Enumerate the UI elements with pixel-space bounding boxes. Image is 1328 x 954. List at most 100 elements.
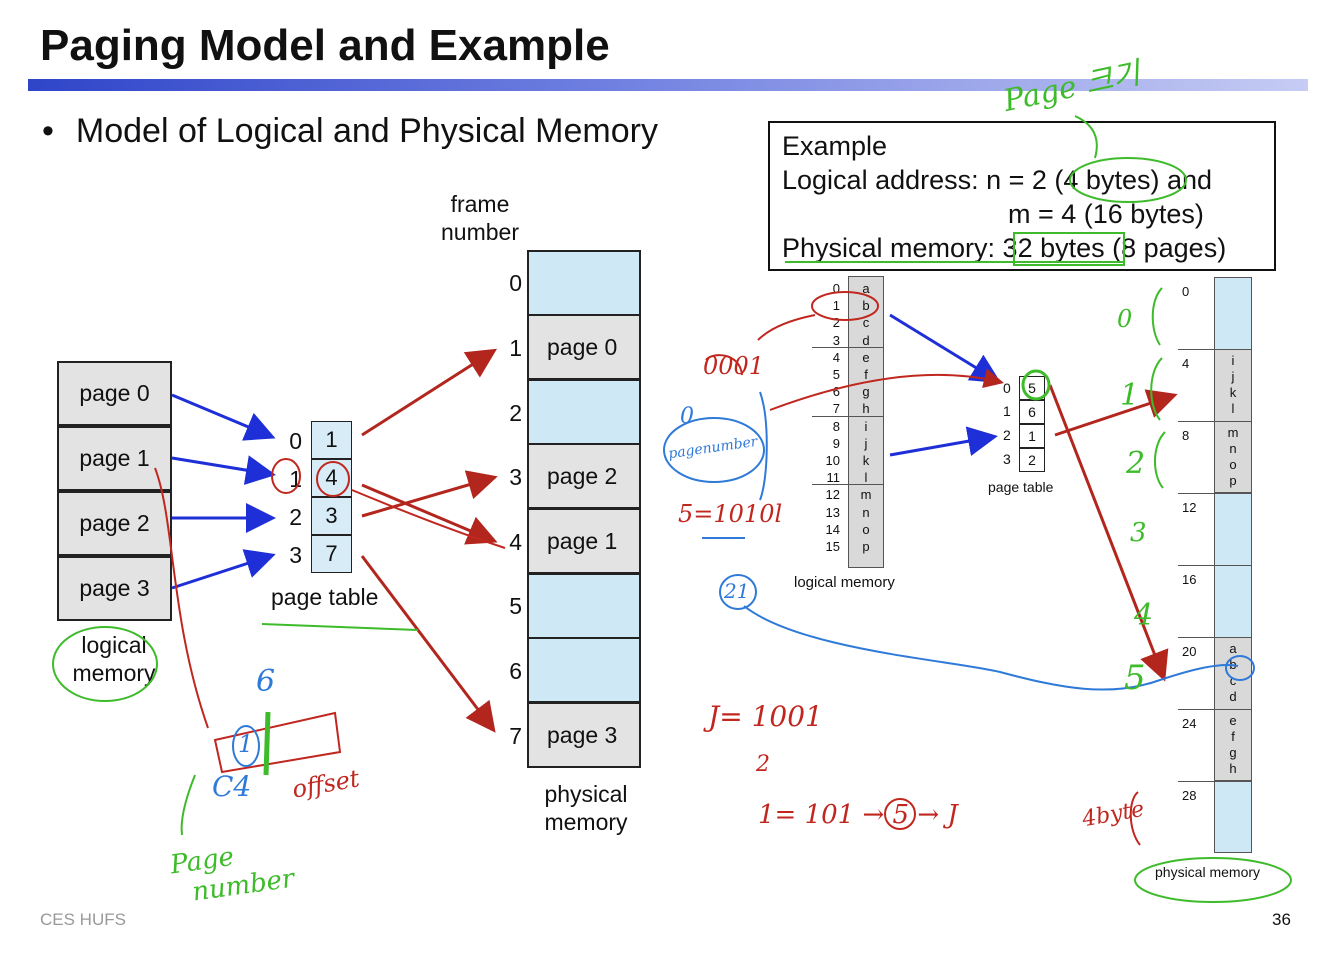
logical-page-1: page 1 — [57, 426, 172, 491]
rpt-frame-3: 2 — [1019, 448, 1045, 472]
green-page-number-pointer — [180, 774, 196, 836]
arrow-page3-to-pt — [171, 549, 276, 590]
circle-pt-index-1 — [271, 458, 301, 494]
frame-num-2: 2 — [509, 400, 522, 426]
right-physical-tick: 12 — [1182, 500, 1197, 515]
frame-2 — [527, 379, 641, 445]
rpt-index-0: 0 — [1003, 380, 1011, 396]
frame-4: page 1 — [527, 508, 641, 574]
right-physical-label: physical memory — [1155, 864, 1261, 880]
rpt-index-2: 2 — [1003, 427, 1011, 443]
blue-brace-binary — [759, 391, 768, 501]
logical-page-2: page 2 — [57, 491, 172, 556]
logical-label-line1: logical — [81, 632, 147, 658]
right-logical-byte: m — [860, 487, 872, 503]
right-logical-address: 1 — [832, 298, 840, 314]
green-brace-0 — [1151, 287, 1163, 346]
right-logical-address: 4 — [832, 349, 840, 365]
green-brace-1 — [1150, 357, 1163, 421]
right-physical-frame-divider — [1178, 637, 1252, 638]
right-logical-byte: g — [862, 384, 870, 400]
frame-num-7: 7 — [509, 723, 522, 749]
pt-index-2: 2 — [289, 504, 302, 530]
right-physical-tick: 24 — [1182, 716, 1197, 731]
logical-page-3: page 3 — [57, 556, 172, 621]
right-physical-byte: i — [1231, 353, 1235, 368]
right-logical-address: 7 — [832, 401, 840, 417]
right-physical-frame-divider — [1178, 421, 1252, 422]
frame-5 — [527, 573, 641, 639]
right-logical-byte: f — [864, 367, 868, 382]
note-one-circled: 1 — [238, 730, 254, 758]
right-logical-address: 6 — [832, 384, 840, 400]
circle-five-bottom — [884, 798, 916, 830]
note-frame-2: 2 — [1126, 446, 1146, 481]
pt-index-3: 3 — [289, 542, 302, 568]
right-logical-byte: b — [862, 298, 870, 314]
note-frame-1: 1 — [1120, 378, 1140, 413]
logical-label-line2: memory — [72, 659, 156, 686]
right-physical-byte: e — [1229, 713, 1237, 728]
right-physical-tick: 8 — [1182, 428, 1190, 443]
frame-3: page 2 — [527, 443, 641, 509]
right-logical-byte: k — [862, 453, 870, 468]
frame-num-4: 4 — [509, 529, 522, 555]
frame-num-1: 1 — [509, 335, 522, 361]
right-logical-byte: h — [862, 401, 870, 417]
bullet-text: Model of Logical and Physical Memory — [75, 112, 658, 150]
pt-frame-0: 1 — [311, 421, 352, 459]
right-logical-address: 9 — [832, 435, 840, 451]
right-logical-byte: i — [864, 418, 868, 434]
page-table-label: page table — [271, 584, 379, 610]
right-logical-page-divider — [812, 415, 884, 417]
note-frame-3: 3 — [1130, 518, 1147, 548]
green-circle-physical-memory — [1134, 857, 1292, 903]
green-brace-2 — [1154, 431, 1166, 489]
title-underline-bar — [28, 79, 1308, 91]
pt-index-0: 0 — [289, 428, 302, 454]
physical-memory-label: physical memory — [527, 781, 645, 836]
blue-circle-21 — [719, 574, 757, 610]
green-underline-page-table — [261, 623, 419, 631]
example-box: Example Logical address: n = 2 (4 bytes)… — [768, 121, 1276, 271]
right-physical-byte: g — [1229, 745, 1237, 760]
red-circle-0001 — [705, 354, 743, 376]
blue-circle-physical-b — [1225, 655, 1255, 681]
right-physical-byte: c — [1229, 673, 1237, 688]
right-physical-frame-divider — [1178, 493, 1252, 494]
right-physical-byte: p — [1229, 473, 1237, 488]
arrow-right-page0-to-pt — [889, 313, 1002, 384]
note-21: 21 — [724, 579, 750, 603]
arrow-right-page2-to-pt — [889, 426, 998, 457]
frame-num-6: 6 — [509, 658, 522, 684]
right-physical-tick: 16 — [1182, 572, 1197, 587]
right-logical-byte: d — [862, 332, 870, 348]
rpt-index-1: 1 — [1003, 403, 1011, 419]
example-logical-line: Logical address: n = 2 (4 bytes) and — [782, 165, 1213, 195]
right-logical-page-divider — [812, 346, 884, 348]
right-physical-byte: a — [1229, 641, 1237, 656]
blue-circle-pagenumber — [663, 417, 765, 483]
right-physical-byte: n — [1229, 441, 1237, 456]
right-logical-byte: e — [862, 349, 870, 365]
example-physical-line: Physical memory: 32 bytes (8 pages) — [782, 233, 1227, 263]
frame-num-5: 5 — [509, 593, 522, 619]
logical-memory-label: logical memory — [58, 632, 170, 687]
right-physical-byte: m — [1227, 425, 1239, 440]
slide-title: Paging Model and Example — [40, 21, 610, 70]
right-logical-address: 15 — [825, 539, 840, 554]
right-physical-byte: d — [1229, 689, 1237, 704]
note-binary-0001: 0001 — [703, 352, 765, 380]
green-box-32bytes — [1013, 232, 1125, 266]
right-physical-byte: o — [1229, 457, 1237, 472]
right-physical-tick: 20 — [1182, 644, 1197, 659]
frame-7: page 3 — [527, 702, 641, 768]
physical-label-line1: physical — [544, 781, 628, 807]
example-m-line: m = 4 (16 bytes) — [1008, 199, 1204, 229]
note-j-binary: J= 1001 — [708, 700, 823, 733]
bullet-dot: • — [42, 112, 54, 150]
arrow-pt0-to-frame1 — [361, 348, 498, 437]
right-logical-byte: c — [862, 315, 870, 331]
red-address-box — [213, 711, 342, 774]
